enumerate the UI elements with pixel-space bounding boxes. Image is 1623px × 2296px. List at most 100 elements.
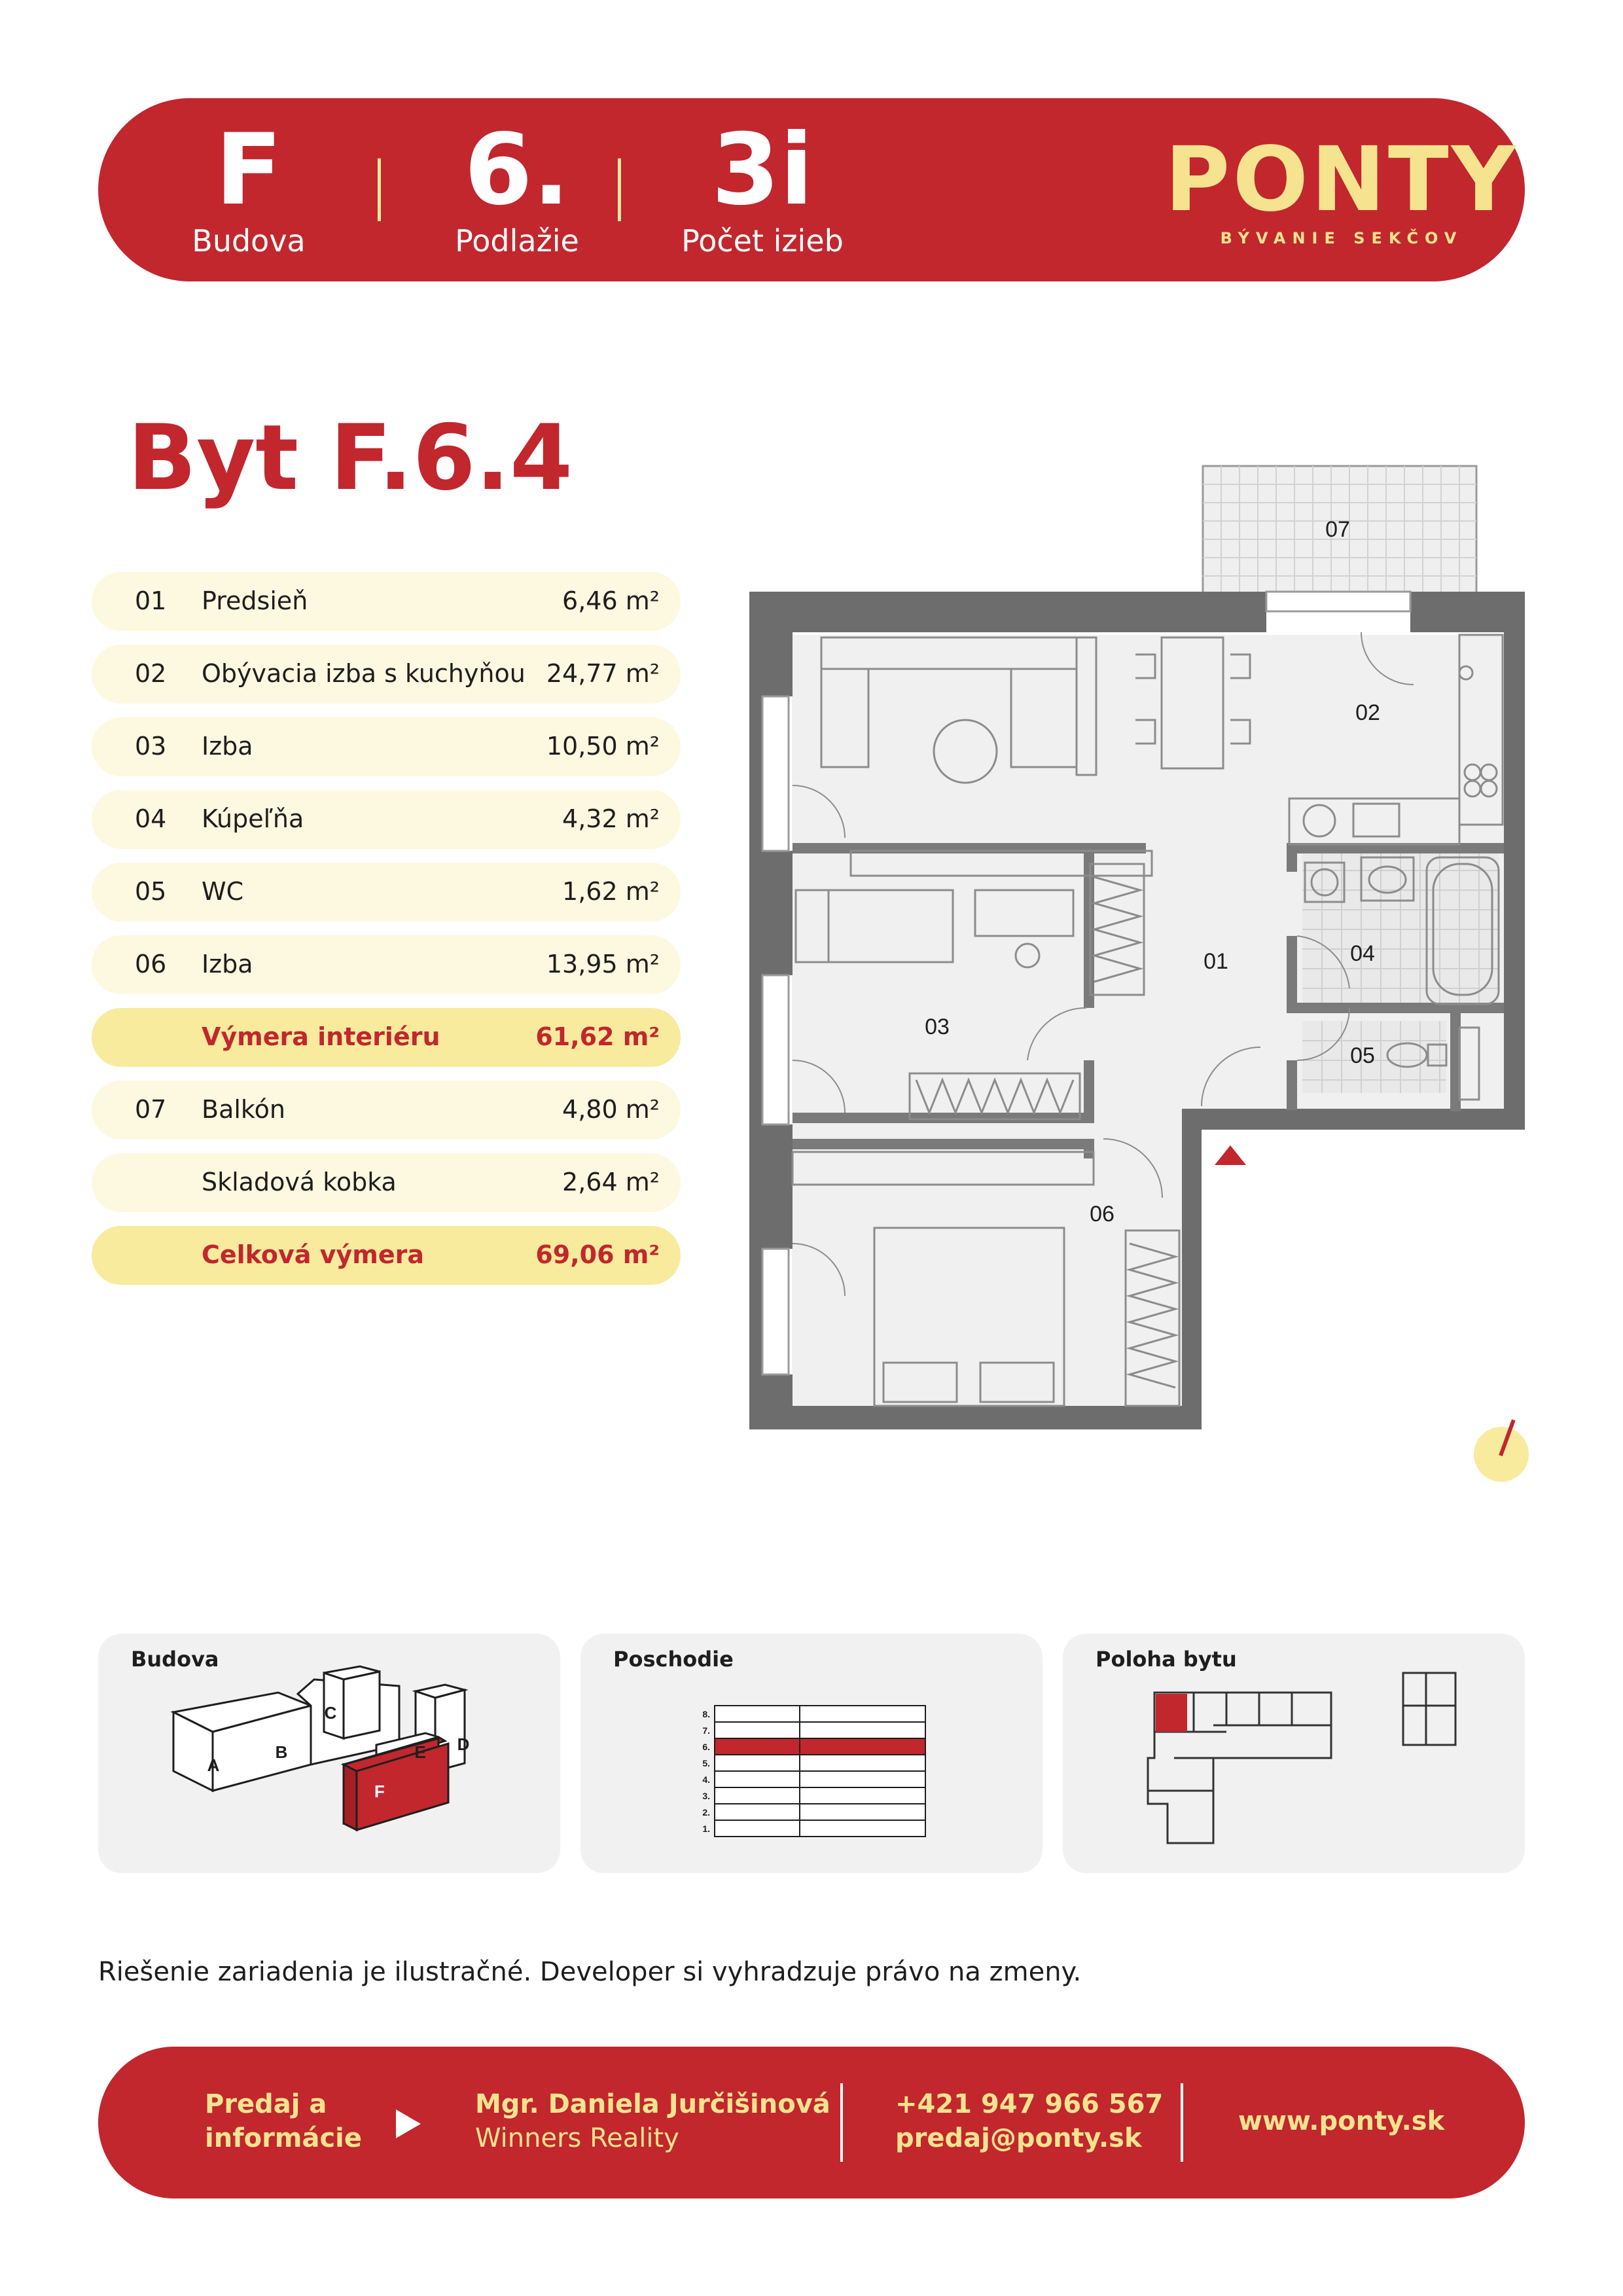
footer-divider bbox=[1181, 2083, 1183, 2162]
position-card-title: Poloha bytu bbox=[1096, 1647, 1237, 1672]
agent-block: Mgr. Daniela Jurčišinová Winners Reality bbox=[475, 2087, 830, 2155]
room-name: Balkón bbox=[202, 1095, 285, 1124]
total-area-row: Celková výmera 69,06 m² bbox=[92, 1226, 681, 1285]
floor-level-2: 2. bbox=[702, 1807, 710, 1818]
floor-value: 6. bbox=[464, 113, 570, 227]
room-label-02: 02 bbox=[1355, 700, 1380, 725]
interior-total-label: Výmera interiéru bbox=[202, 1022, 440, 1051]
room-label-04: 04 bbox=[1350, 941, 1375, 966]
building-info: F Budova bbox=[183, 118, 314, 259]
room-name: Izba bbox=[202, 950, 253, 978]
floor-label: Podlažie bbox=[455, 223, 579, 259]
position-card: Poloha bytu bbox=[1063, 1634, 1525, 1873]
block-label-b: B bbox=[276, 1742, 288, 1762]
agent-name: Mgr. Daniela Jurčišinová bbox=[475, 2089, 830, 2119]
contact-block: +421 947 966 567 predaj@ponty.sk bbox=[895, 2087, 1163, 2155]
floor-level-1: 1. bbox=[702, 1823, 710, 1834]
floor-area bbox=[792, 635, 1504, 1406]
room-name: Izba bbox=[202, 732, 253, 761]
room-area: 6,46 m² bbox=[562, 586, 660, 615]
ponty-logo: PONTY BÝVANIE SEKČOV bbox=[1158, 131, 1525, 247]
floor-level-4: 4. bbox=[702, 1774, 710, 1785]
room-area: 24,77 m² bbox=[546, 659, 660, 688]
floor-level-8: 8. bbox=[702, 1709, 710, 1719]
cta-line-2: informácie bbox=[205, 2123, 363, 2153]
floor-level-6: 6. bbox=[702, 1742, 710, 1752]
area-row: 07 Balkón 4,80 m² bbox=[92, 1081, 681, 1139]
header-banner: F Budova 6. Podlažie 3i Počet izieb PONT… bbox=[98, 98, 1525, 281]
floor-level-7: 7. bbox=[702, 1725, 710, 1736]
area-table: 01 Predsieň 6,46 m² 02 Obývacia izba s k… bbox=[92, 572, 681, 1299]
total-area-value: 69,06 m² bbox=[535, 1240, 660, 1269]
building-card-title: Budova bbox=[131, 1647, 219, 1672]
building-label: Budova bbox=[192, 223, 306, 259]
area-row: 02 Obývacia izba s kuchyňou 24,77 m² bbox=[92, 645, 681, 704]
doors bbox=[792, 632, 1414, 1297]
total-area-label: Celková výmera bbox=[202, 1240, 424, 1269]
bathroom-tiles bbox=[1302, 851, 1499, 1093]
header-divider bbox=[618, 158, 621, 221]
floor-plan: 07 02 01 04 03 05 06 bbox=[749, 465, 1525, 1429]
email-link[interactable]: predaj@ponty.sk bbox=[895, 2123, 1142, 2153]
room-number: 05 bbox=[135, 877, 167, 906]
floor-info: 6. Podlažie bbox=[419, 118, 615, 259]
area-row: 06 Izba 13,95 m² bbox=[92, 935, 681, 994]
room-labels: 07 02 01 04 03 05 06 bbox=[925, 517, 1380, 1227]
apartment-position-map bbox=[1147, 1672, 1457, 1844]
footer-divider bbox=[840, 2083, 843, 2162]
storage-label: Skladová kobka bbox=[202, 1168, 397, 1196]
area-row: 04 Kúpeľňa 4,32 m² bbox=[92, 790, 681, 849]
area-row: 03 Izba 10,50 m² bbox=[92, 717, 681, 776]
room-area: 10,50 m² bbox=[546, 732, 660, 761]
website-link[interactable]: www.ponty.sk bbox=[1238, 2106, 1445, 2136]
room-label-05: 05 bbox=[1350, 1043, 1375, 1068]
room-label-07: 07 bbox=[1325, 517, 1350, 542]
storage-area: 2,64 m² bbox=[562, 1168, 660, 1196]
apartment-highlight bbox=[1156, 1694, 1187, 1732]
block-label-c: C bbox=[325, 1703, 337, 1723]
north-compass-icon bbox=[1474, 1419, 1529, 1482]
footer-banner: Predaj a informácie Mgr. Daniela Jurčiši… bbox=[98, 2047, 1525, 2198]
room-number: 07 bbox=[135, 1095, 167, 1124]
block-label-e: E bbox=[414, 1742, 425, 1762]
room-area: 1,62 m² bbox=[562, 877, 660, 906]
room-number: 03 bbox=[135, 732, 167, 761]
area-row: Skladová kobka 2,64 m² bbox=[92, 1153, 681, 1212]
area-row: 05 WC 1,62 m² bbox=[92, 863, 681, 922]
rooms-info: 3i Počet izieb bbox=[654, 118, 870, 259]
kitchen-furniture bbox=[1288, 634, 1504, 846]
balcony bbox=[1202, 465, 1478, 594]
logo-wordmark: PONTY bbox=[1164, 128, 1519, 232]
room-area: 13,95 m² bbox=[546, 950, 660, 978]
block-label-a: A bbox=[207, 1755, 220, 1775]
windows bbox=[761, 590, 1412, 1376]
disclaimer-note: Riešenie zariadenia je ilustračné. Devel… bbox=[98, 1957, 1082, 1987]
room-area: 4,80 m² bbox=[562, 1095, 660, 1124]
bathroom-fixtures bbox=[1304, 856, 1500, 1101]
building-value: F bbox=[215, 113, 283, 227]
block-label-d: D bbox=[457, 1734, 470, 1754]
room-name: Predsieň bbox=[202, 586, 308, 615]
room-label-01: 01 bbox=[1204, 949, 1228, 974]
room-number: 04 bbox=[135, 804, 167, 833]
room-name: Obývacia izba s kuchyňou bbox=[202, 659, 526, 688]
room-label-06: 06 bbox=[1090, 1202, 1115, 1227]
living-furniture bbox=[820, 636, 1251, 784]
cta-line-1: Predaj a bbox=[205, 2089, 327, 2119]
room-area: 4,32 m² bbox=[562, 804, 660, 833]
apartment-title: Byt F.6.4 bbox=[128, 405, 573, 511]
floor-card-title: Poschodie bbox=[613, 1647, 734, 1672]
room-name: Kúpeľňa bbox=[202, 804, 304, 833]
room-number: 06 bbox=[135, 950, 167, 978]
room-number: 01 bbox=[135, 586, 167, 615]
room-furniture bbox=[791, 850, 1181, 1407]
room-label-03: 03 bbox=[925, 1014, 950, 1039]
building-card: Budova A B C D E F bbox=[98, 1634, 560, 1873]
floor-stack: 8. 7. 6. 5. 4. 3. 2. 1. bbox=[702, 1705, 926, 1837]
floor-level-3: 3. bbox=[702, 1791, 710, 1801]
contact-cta: Predaj a informácie bbox=[205, 2087, 362, 2155]
rooms-value: 3i bbox=[711, 113, 813, 227]
area-row: 01 Predsieň 6,46 m² bbox=[92, 572, 681, 631]
phone-link[interactable]: +421 947 966 567 bbox=[895, 2089, 1164, 2119]
room-name: WC bbox=[202, 877, 244, 906]
